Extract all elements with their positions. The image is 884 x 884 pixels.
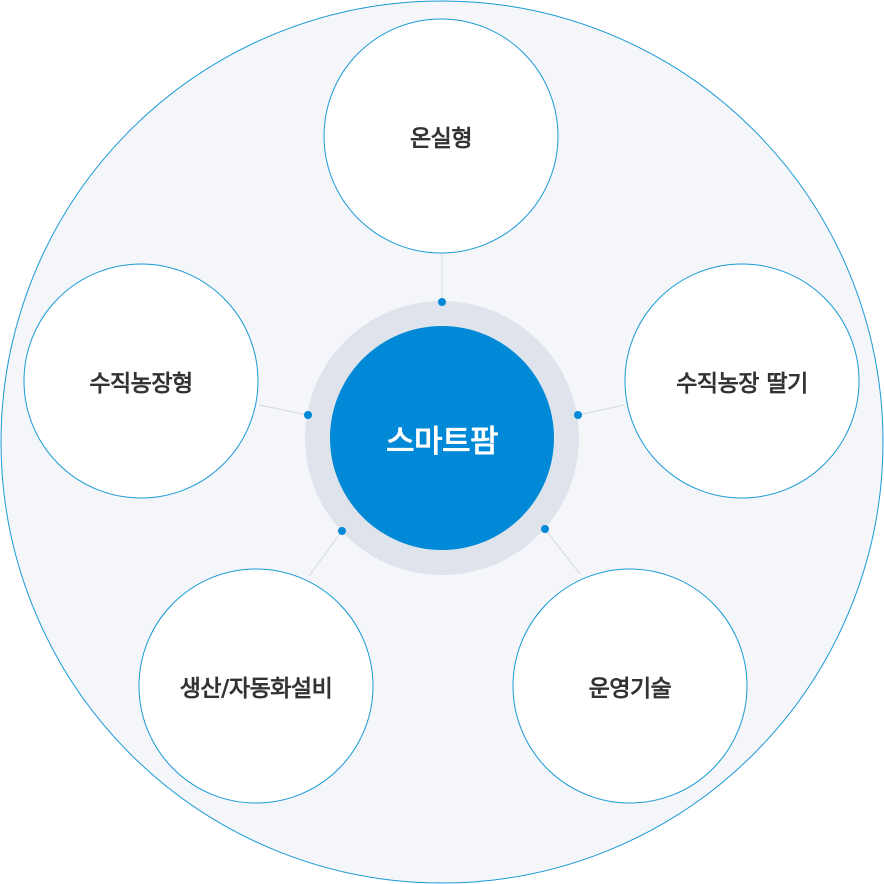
connector-bottom-right — [544, 528, 581, 575]
node-label-operation-tech: 운영기술 — [588, 676, 672, 702]
node-circle-operation-tech — [512, 568, 748, 804]
connector-dot-right — [574, 411, 582, 419]
node-circle-greenhouse — [323, 18, 559, 254]
node-label-vertical-farm-strawberry: 수직농장 딸기 — [676, 371, 808, 397]
connector-left — [258, 404, 309, 416]
node-circle-vertical-farm-strawberry — [624, 263, 860, 499]
node-label-greenhouse: 온실형 — [410, 126, 472, 152]
node-label-vertical-farm: 수직농장형 — [89, 371, 193, 397]
node-label-production-automation: 생산/자동화설비 — [179, 676, 333, 702]
connector-dot-top — [438, 298, 446, 306]
connector-dot-bottom-left — [338, 527, 346, 535]
connector-dot-bottom-right — [541, 525, 549, 533]
connector-dot-left — [304, 411, 312, 419]
center-circle — [330, 326, 554, 550]
node-circle-production-automation — [138, 568, 374, 804]
center-label: 스마트팜 — [385, 423, 499, 460]
connector-bottom-left — [308, 530, 343, 577]
connector-right — [577, 404, 625, 416]
node-circle-vertical-farm — [23, 263, 259, 499]
